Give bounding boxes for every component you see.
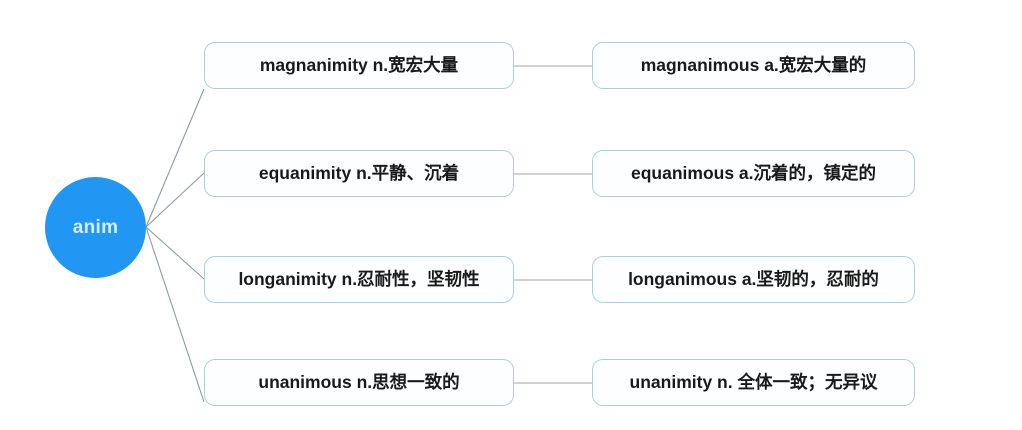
node-row-2-right-label: equanimous a.沉着的，镇定的 (630, 162, 877, 183)
node-row-3-left-label: longanimity n.忍耐性，坚韧性 (238, 268, 480, 289)
node-row-4-right-label: unanimity n. 全体一致；无异议 (629, 371, 878, 392)
node-row-2-left[interactable]: equanimity n.平静、沉着 (204, 150, 514, 197)
connector-root-to-row-3 (145, 226, 205, 280)
node-row-4-left[interactable]: unanimous n.思想一致的 (204, 359, 514, 406)
node-row-4-right[interactable]: unanimity n. 全体一致；无异议 (592, 359, 915, 406)
root-node-label: anim (72, 217, 119, 238)
connector-root-to-row-2 (145, 172, 205, 228)
node-row-3-left[interactable]: longanimity n.忍耐性，坚韧性 (204, 256, 514, 303)
node-row-1-right[interactable]: magnanimous a.宽宏大量的 (592, 42, 915, 89)
connector-root-to-row-1 (145, 88, 205, 228)
node-row-3-right-label: longanimous a.坚韧的，忍耐的 (628, 268, 879, 289)
node-row-1-left-label: magnanimity n.宽宏大量 (259, 54, 459, 75)
node-row-3-right[interactable]: longanimous a.坚韧的，忍耐的 (592, 256, 915, 303)
connector-root-to-row-4 (145, 226, 205, 403)
node-row-1-left[interactable]: magnanimity n.宽宏大量 (204, 42, 514, 89)
node-row-1-right-label: magnanimous a.宽宏大量的 (640, 54, 867, 75)
root-node-anim[interactable]: anim (45, 177, 146, 278)
node-row-2-left-label: equanimity n.平静、沉着 (258, 162, 460, 183)
node-row-4-left-label: unanimous n.思想一致的 (258, 371, 460, 392)
node-row-2-right[interactable]: equanimous a.沉着的，镇定的 (592, 150, 915, 197)
